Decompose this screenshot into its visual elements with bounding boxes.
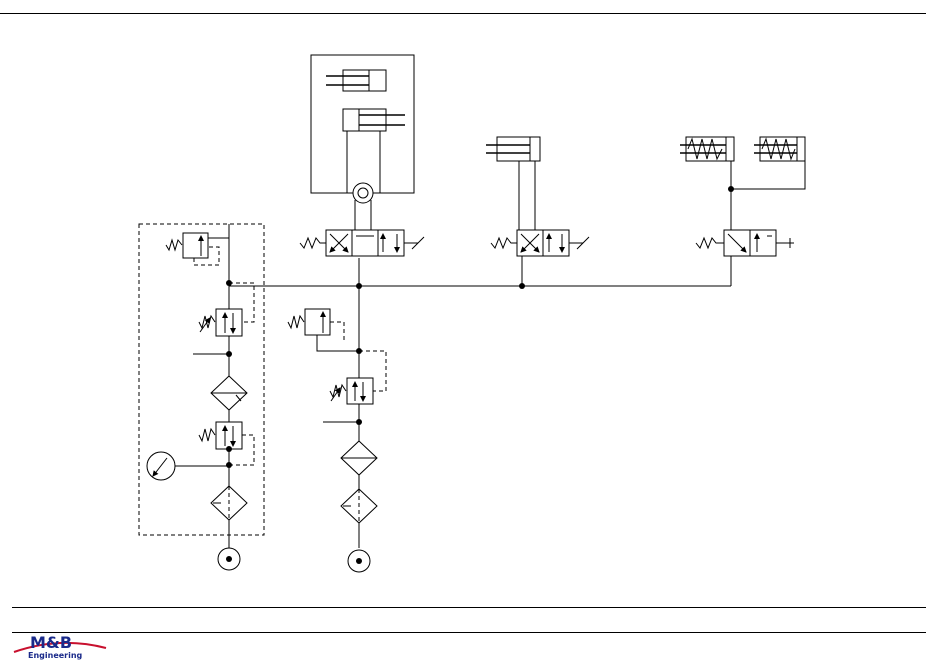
valve-1	[300, 230, 424, 256]
valve-3	[696, 230, 794, 286]
service-unit-2	[288, 258, 386, 572]
lubricator	[211, 376, 247, 410]
service-unit-1	[139, 224, 264, 570]
filter-3	[341, 441, 377, 475]
logo-sub-text: Engineering	[28, 651, 83, 660]
pressure-regulator-1	[199, 422, 254, 465]
rotary-cylinder-pair	[311, 55, 414, 230]
relief-valve-2	[288, 309, 359, 351]
spring-cylinder-b	[754, 137, 805, 161]
filter-1	[211, 486, 247, 520]
filter-2	[341, 489, 377, 523]
spring-cylinder-line	[731, 161, 805, 189]
air-source-2	[348, 550, 370, 572]
pressure-regulator-3	[330, 351, 386, 404]
valve-2	[491, 230, 589, 286]
pressure-regulator-2	[199, 283, 254, 336]
air-source-1	[218, 548, 240, 570]
logo-main-text: M&B	[30, 634, 72, 652]
company-logo: M&B Engineering	[10, 634, 110, 660]
pressure-gauge	[147, 452, 229, 480]
cylinder-2	[486, 137, 540, 230]
spring-cylinder-a	[680, 137, 734, 161]
relief-valve-1	[166, 233, 229, 265]
